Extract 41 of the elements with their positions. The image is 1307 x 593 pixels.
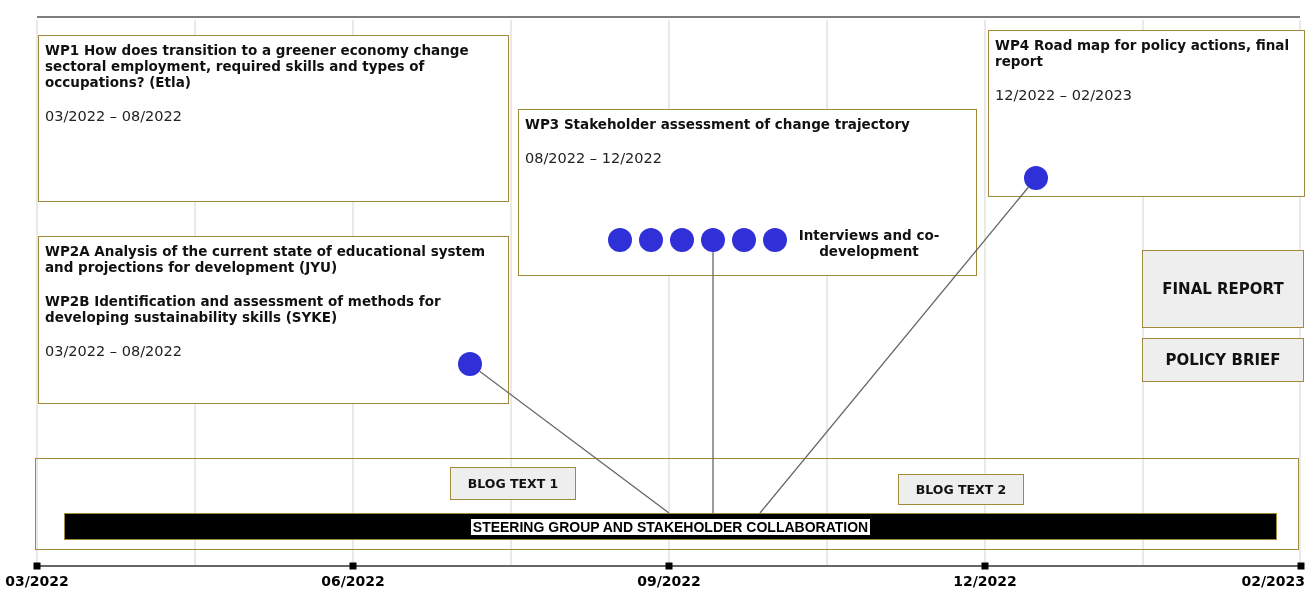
milestone-dot	[732, 228, 756, 252]
work-package-title: WP2A Analysis of the current state of educational system and projections for development (JYU)	[45, 243, 487, 275]
axis-date-label: 02/2023	[1241, 573, 1305, 589]
axis-date-label: 06/2022	[321, 573, 385, 589]
connector-line	[759, 186, 1029, 514]
axis-date-label: 09/2022	[637, 573, 701, 589]
milestone-dot	[458, 352, 482, 376]
blog-box	[450, 467, 576, 500]
deliverable-label: POLICY BRIEF	[1165, 351, 1281, 369]
date-range: 03/2022 – 08/2022	[45, 343, 183, 359]
work-package-title: WP4 Road map for policy actions, final report	[995, 37, 1291, 69]
milestone-dot	[670, 228, 694, 252]
collaboration-bar	[64, 513, 1277, 540]
axis-date-label: 03/2022	[5, 573, 69, 589]
work-package-box	[38, 236, 509, 404]
axis-date-label: 12/2022	[953, 573, 1017, 589]
milestone-dot	[701, 228, 725, 252]
deliverable-box	[1142, 338, 1304, 382]
blog-label: BLOG TEXT 1	[467, 476, 559, 491]
date-range: 08/2022 – 12/2022	[525, 150, 663, 166]
work-package-box	[518, 109, 977, 276]
milestone-dot	[1024, 166, 1048, 190]
work-package-title: WP1 How does transition to a greener economy change sectoral employment, required skills and types of occupations? (Etla)	[45, 42, 470, 90]
blog-box	[898, 474, 1024, 505]
date-range: 03/2022 – 08/2022	[45, 108, 183, 124]
deliverable-label: FINAL REPORT	[1162, 280, 1284, 298]
connector-line	[478, 370, 670, 514]
work-package-box	[38, 35, 509, 202]
timeline-band	[35, 458, 1299, 550]
work-package-title: WP2B Identification and assessment of methods for developing sustainability skills (SYKE)	[45, 293, 442, 325]
deliverable-box	[1142, 250, 1304, 328]
connector-line	[712, 251, 714, 514]
work-package-title: WP3 Stakeholder assessment of change trajectory	[525, 116, 911, 132]
bar-label: STEERING GROUP AND STAKEHOLDER COLLABORATION	[470, 518, 871, 535]
activity-note: Interviews and co-development	[797, 227, 941, 259]
milestone-dot	[639, 228, 663, 252]
date-range: 12/2022 – 02/2023	[995, 87, 1133, 103]
work-package-box	[988, 30, 1305, 197]
milestone-dot	[763, 228, 787, 252]
milestone-dot	[608, 228, 632, 252]
blog-label: BLOG TEXT 2	[915, 482, 1007, 497]
